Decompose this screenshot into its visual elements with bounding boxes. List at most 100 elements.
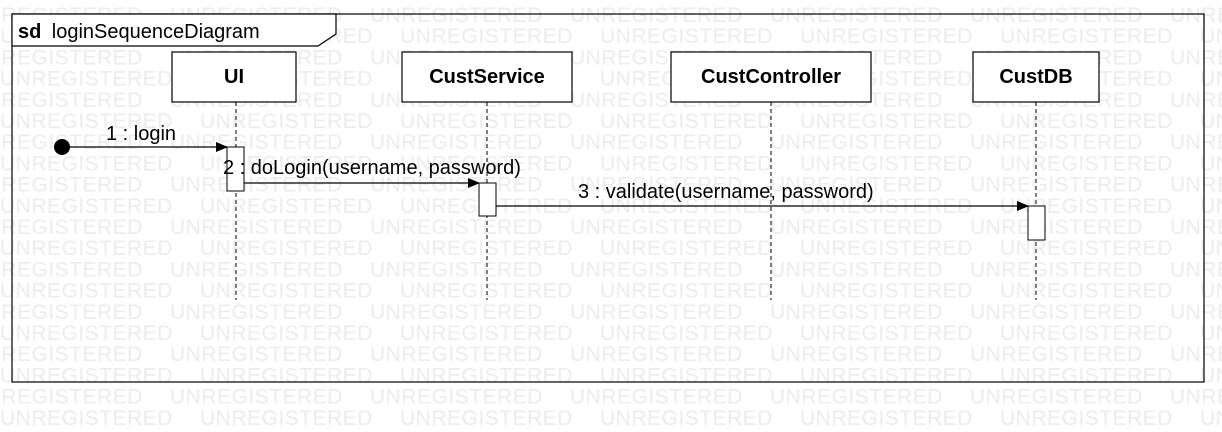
lifeline-custdb-label: CustDB	[999, 66, 1072, 88]
watermark-text: UNREGISTERED	[1200, 152, 1222, 175]
watermark-text: UNREGISTERED	[1170, 301, 1222, 324]
watermark-text: UNREGISTERED	[800, 280, 973, 303]
watermark-text: UNREGISTERED	[1170, 258, 1222, 281]
activation-ui	[226, 146, 245, 192]
watermark-text: UNREGISTERED	[0, 386, 143, 409]
watermark-text: UNREGISTERED	[170, 174, 343, 197]
watermark-text: UNREGISTERED	[770, 343, 943, 366]
watermark-text: UNREGISTERED	[600, 152, 773, 175]
watermark-text: UNREGISTERED	[400, 364, 573, 387]
watermark-text: UNREGISTERED	[1170, 4, 1222, 27]
watermark-text: UNREGISTERED	[0, 322, 173, 345]
watermark-text: UNREGISTERED	[770, 131, 943, 154]
watermark-text: UNREGISTERED	[1000, 322, 1173, 345]
watermark-text: UNREGISTERED	[970, 216, 1143, 239]
watermark-text: UNREGISTERED	[800, 237, 973, 260]
watermark-text: UNREGISTERED	[0, 89, 143, 112]
watermark-text: UNREGISTERED	[970, 4, 1143, 27]
watermark-text: UNREGISTERED	[1000, 364, 1173, 387]
watermark-text: UNREGISTERED	[170, 343, 343, 366]
watermark-text: UNREGISTERED	[200, 237, 373, 260]
watermark-text: UNREGISTERED	[0, 131, 143, 154]
message-validate-label: 3 : validate(username, password)	[578, 181, 874, 203]
watermark-text: UNREGISTERED	[800, 110, 973, 133]
watermark-text: UNREGISTERED	[200, 364, 373, 387]
watermark-text: UNREGISTERED	[1170, 174, 1222, 197]
lifeline-custcontroller[interactable]: CustController	[670, 51, 872, 300]
watermark-text: UNREGISTERED	[970, 301, 1143, 324]
frame-title: sd loginSequenceDiagram	[18, 21, 260, 43]
message-dologin[interactable]: 2 : doLogin(username, password)	[223, 157, 521, 188]
watermark-text: UNREGISTERED	[800, 322, 973, 345]
watermark-text: UNREGISTERED	[600, 280, 773, 303]
watermark-text: UNREGISTERED	[370, 216, 543, 239]
watermark-text: UNREGISTERED	[1000, 280, 1173, 303]
watermark-text: UNREGISTERED	[570, 216, 743, 239]
watermark-text: UNREGISTERED	[570, 4, 743, 27]
watermark-text: UNREGISTERED	[170, 216, 343, 239]
watermark-text: UNREGISTERED	[170, 131, 343, 154]
watermark-text: UNREGISTERED	[1170, 216, 1222, 239]
watermark-text: UNREGISTERED	[800, 25, 973, 48]
watermark-text: UNREGISTERED	[1200, 195, 1222, 218]
watermark-text: UNREGISTERED	[200, 322, 373, 345]
watermark-text: UNREGISTERED	[1170, 46, 1222, 69]
watermark-text: UNREGISTERED	[370, 4, 543, 27]
lifeline-custcontroller-head[interactable]	[670, 51, 872, 103]
watermark-text: UNREGISTERED	[200, 407, 373, 430]
message-login-label: 1 : login	[106, 123, 176, 145]
watermark-text: UNREGISTERED	[970, 174, 1143, 197]
watermark-text: UNREGISTERED	[400, 407, 573, 430]
message-dologin-label: 2 : doLogin(username, password)	[223, 157, 521, 179]
watermark-text: UNREGISTERED	[800, 152, 973, 175]
lifeline-ui[interactable]: UI	[171, 51, 297, 300]
watermark-text: UNREGISTERED	[570, 131, 743, 154]
lifeline-custcontroller-label: CustController	[701, 66, 841, 88]
watermark-text: UNREGISTERED	[0, 407, 173, 430]
watermark-text: UNREGISTERED	[0, 216, 143, 239]
watermark-text: UNREGISTERED	[0, 68, 173, 91]
watermark-text: UNREGISTERED	[770, 258, 943, 281]
watermark-text: UNREGISTERED	[0, 343, 143, 366]
message-login[interactable]: 1 : login	[54, 123, 228, 155]
watermark-text: UNREGISTERED	[170, 386, 343, 409]
watermark-text: UNREGISTERED	[570, 301, 743, 324]
watermark-text: UNREGISTERED	[1170, 131, 1222, 154]
watermark-text: UNREGISTERED	[570, 343, 743, 366]
message-validate[interactable]: 3 : validate(username, password)	[496, 181, 1029, 211]
watermark-text: UNREGISTERED	[0, 301, 143, 324]
watermark-text: UNREGISTERED	[0, 364, 173, 387]
activation-custdb	[1027, 205, 1046, 241]
lifeline-custservice-head[interactable]	[401, 51, 573, 103]
lifeline-custservice[interactable]: CustService	[401, 51, 573, 300]
watermark-text: UNREGISTERED	[800, 407, 973, 430]
frame-title-tab	[11, 13, 337, 47]
watermark-text: UNREGISTERED	[370, 131, 543, 154]
watermark-text: UNREGISTERED	[400, 237, 573, 260]
watermark-text: UNREGISTERED	[400, 152, 573, 175]
frame-keyword: sd	[18, 21, 41, 43]
watermark-text: UNREGISTERED	[1200, 322, 1222, 345]
watermark-text: UNREGISTERED	[400, 110, 573, 133]
watermark-text: UNREGISTERED	[170, 301, 343, 324]
diagram-frame	[11, 13, 1205, 383]
lifeline-ui-head[interactable]	[171, 51, 297, 103]
lifeline-custservice-label: CustService	[429, 66, 545, 88]
watermark-text: UNREGISTERED	[400, 322, 573, 345]
watermark-text: UNREGISTERED	[1170, 386, 1222, 409]
watermark-text: UNREGISTERED	[600, 322, 773, 345]
watermark-text: UNREGISTERED	[0, 174, 143, 197]
lifeline-custdb-head[interactable]	[972, 51, 1100, 103]
watermark-text: UNREGISTERED	[1000, 25, 1173, 48]
lifeline-custdb[interactable]: CustDB	[972, 51, 1100, 300]
watermark-text: UNREGISTERED	[770, 301, 943, 324]
watermark-text: UNREGISTERED	[0, 258, 143, 281]
watermark-text: UNREGISTERED	[1200, 280, 1222, 303]
watermark-text: UNREGISTERED	[600, 237, 773, 260]
watermark-text: UNREGISTERED	[970, 386, 1143, 409]
watermark-text: UNREGISTERED	[0, 46, 143, 69]
watermark-text: UNREGISTERED	[370, 301, 543, 324]
watermark-text: UNREGISTERED	[200, 280, 373, 303]
watermark-text: UNREGISTERED	[0, 110, 173, 133]
